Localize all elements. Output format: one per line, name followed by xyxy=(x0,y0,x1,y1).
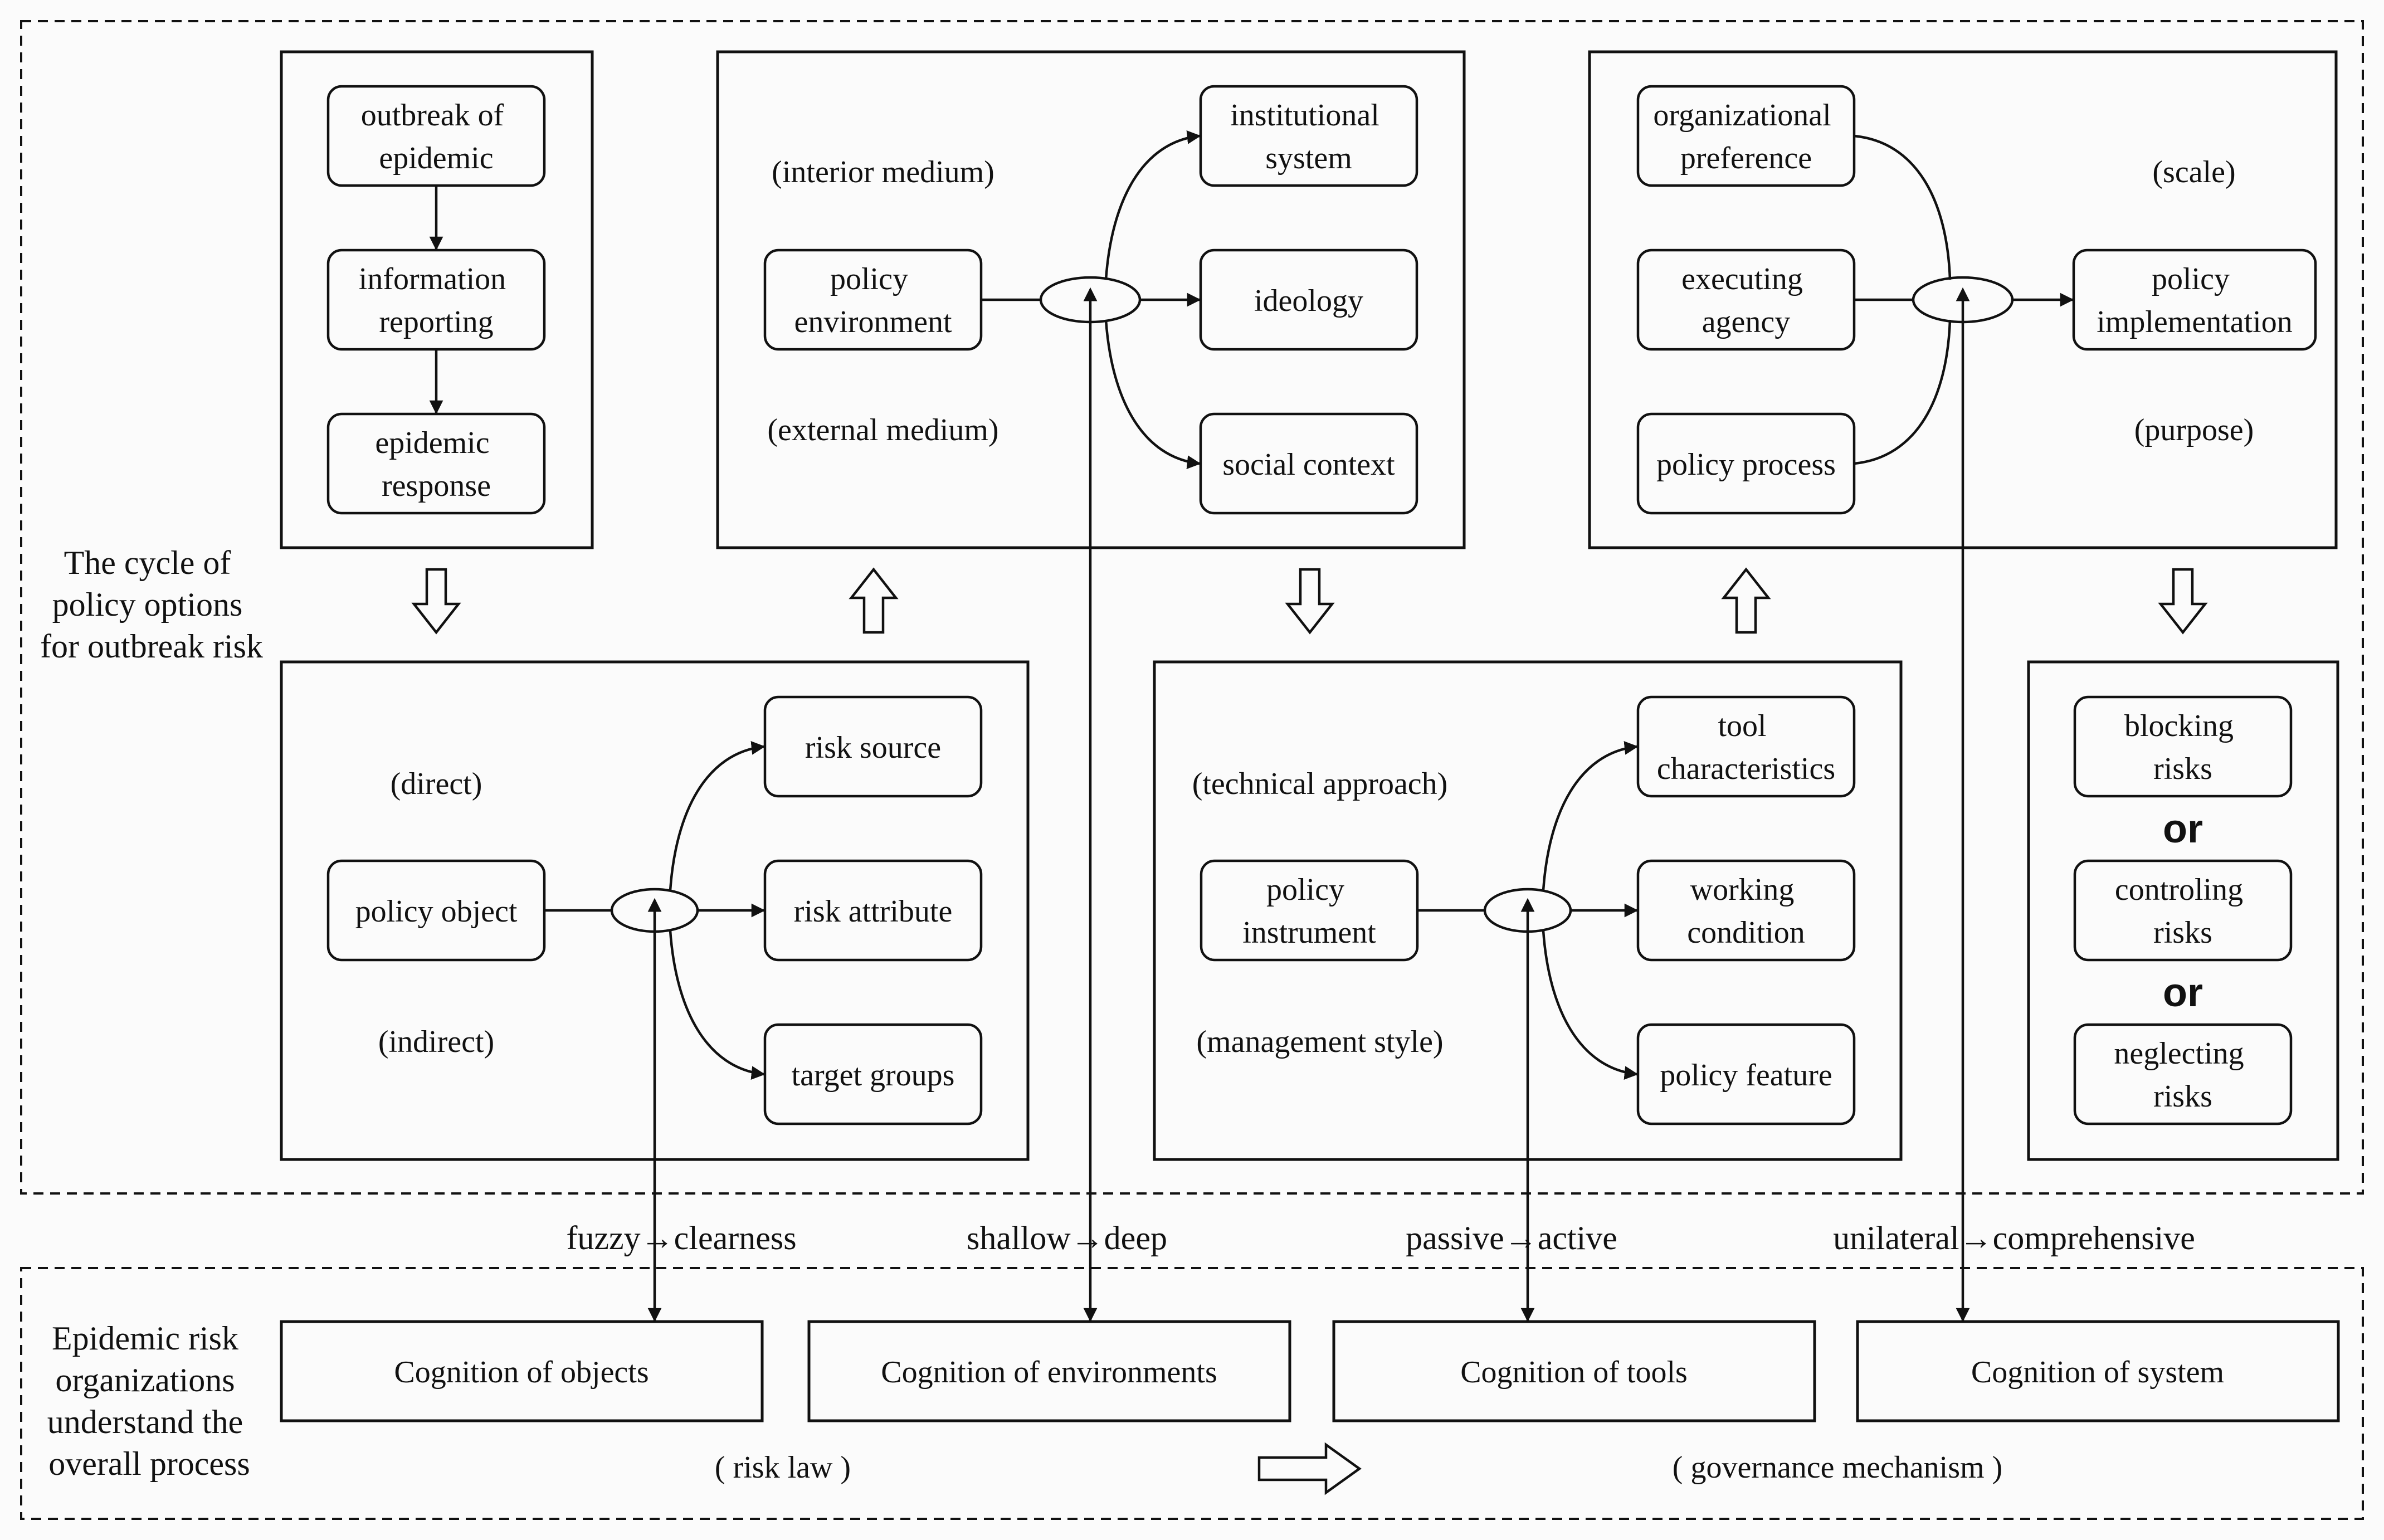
cognition-of-system-label: Cognition of system xyxy=(1971,1355,2224,1390)
blocking-risks-label: blocking risks xyxy=(2124,709,2241,786)
cognition-of-environments-box xyxy=(807,1320,1291,1422)
blocking-risks-node xyxy=(2073,695,2293,798)
curve-from-policy-process xyxy=(1854,319,1952,465)
curve-from-organizational-preference xyxy=(1854,134,1952,280)
or-separator-1: or xyxy=(2163,807,2203,851)
cognition-section xyxy=(20,1267,2364,1520)
indirect-note: (indirect) xyxy=(378,1025,494,1059)
or-separator-2: or xyxy=(2163,971,2203,1015)
arrow-to-tool-characteristics xyxy=(1542,741,1639,891)
information-reporting-label: information reporting xyxy=(359,262,514,339)
transition-unilateral-comprehensive: unilateral→comprehensive xyxy=(1833,1220,2195,1256)
hollow-arrow-up-2 xyxy=(1721,567,1771,634)
arrow-to-social-context xyxy=(1104,319,1201,469)
controling-risks-label: controling risks xyxy=(2115,873,2251,950)
policy-instrument-label: policy instrument xyxy=(1242,873,1376,950)
social-context-label: social context xyxy=(1222,447,1395,482)
policy-process-label: policy process xyxy=(1656,447,1836,482)
cognition-section-label: Epidemic risk organizations understand t… xyxy=(47,1320,252,1482)
cognition-of-objects-box xyxy=(280,1320,764,1422)
hollow-arrow-right xyxy=(1257,1442,1362,1495)
policy-object-label: policy object xyxy=(355,894,518,929)
policy-environment-label: policy environment xyxy=(794,262,952,339)
policy-cycle-section xyxy=(20,20,2364,1195)
risk-source-label: risk source xyxy=(805,730,941,765)
epidemic-response-label: epidemic response xyxy=(375,426,497,503)
executing-agency-label: executing agency xyxy=(1681,262,1811,339)
risk-law-note: ( risk law ) xyxy=(715,1450,851,1485)
policy-implementation-label: policy implementation xyxy=(2097,262,2292,339)
cognition-of-environments-label: Cognition of environments xyxy=(881,1355,1217,1390)
policy-feature-label: policy feature xyxy=(1660,1058,1832,1093)
cognition-of-objects-label: Cognition of objects xyxy=(394,1355,649,1390)
hollow-arrow-up-1 xyxy=(849,567,899,634)
outbreak-of-epidemic-label: outbreak of epidemic xyxy=(361,98,512,176)
arrow-to-target-groups xyxy=(669,930,766,1080)
governance-mechanism-note: ( governance mechanism ) xyxy=(1673,1450,2002,1485)
transition-passive-active: passive→active xyxy=(1406,1220,1617,1256)
purpose-note: (purpose) xyxy=(2134,413,2254,447)
cognition-of-system-box xyxy=(1856,1320,2340,1422)
interior-medium-note: (interior medium) xyxy=(772,155,994,189)
external-medium-note: (external medium) xyxy=(767,413,998,447)
risk-attribute-label: risk attribute xyxy=(794,894,953,929)
neglecting-risks-node xyxy=(2073,1023,2293,1125)
management-style-note: (management style) xyxy=(1196,1025,1443,1059)
tool-characteristics-label: tool characteristics xyxy=(1657,709,1835,786)
hollow-arrow-down-2 xyxy=(1285,568,1335,635)
transition-shallow-deep: shallow→deep xyxy=(967,1220,1167,1256)
technical-approach-note: (technical approach) xyxy=(1192,767,1448,801)
scale-note: (scale) xyxy=(2152,155,2235,189)
organizational-preference-label: organizational preference xyxy=(1653,98,1839,176)
arrow-to-institutional-system xyxy=(1104,130,1201,280)
arrow-to-policy-feature xyxy=(1542,930,1639,1080)
institutional-system-label: institutional system xyxy=(1230,98,1387,176)
cognition-of-tools-box xyxy=(1332,1320,1816,1422)
working-condition-label: working condition xyxy=(1687,873,1805,950)
neglecting-risks-label: neglecting risks xyxy=(2114,1036,2251,1114)
ideology-label: ideology xyxy=(1254,284,1363,318)
hollow-arrow-down-3 xyxy=(2158,568,2208,635)
cognition-of-tools-label: Cognition of tools xyxy=(1460,1355,1688,1390)
arrow-to-risk-source xyxy=(669,741,766,891)
controling-risks-node xyxy=(2073,859,2293,962)
target-groups-label: target groups xyxy=(792,1058,955,1093)
transition-fuzzy-clearness: fuzzy→clearness xyxy=(566,1220,796,1256)
hollow-arrow-down-1 xyxy=(411,568,461,635)
direct-note: (direct) xyxy=(391,767,482,801)
policy-cycle-label: The cycle of policy options for outbreak… xyxy=(40,544,263,665)
